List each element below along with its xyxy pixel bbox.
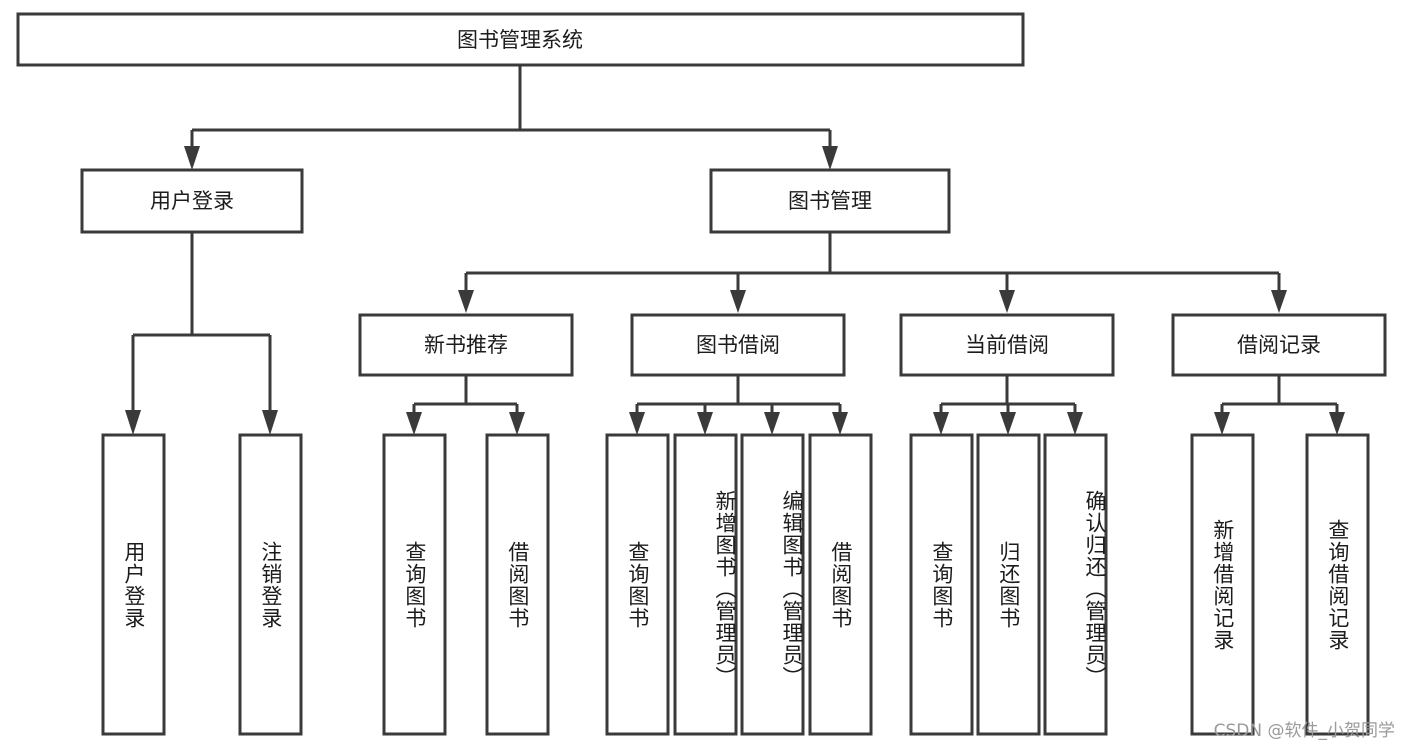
edge-group-bookmgmt-to-level3 xyxy=(458,232,1287,313)
arrow-head-icon xyxy=(730,290,746,313)
arrow-head-icon xyxy=(184,146,200,170)
node-leaf-user-login-box[interactable] xyxy=(101,433,166,736)
leaf-group-borrow-record xyxy=(1190,433,1370,736)
arrow-head-icon xyxy=(406,412,422,435)
node-current-borrow[interactable]: 当前借阅 xyxy=(899,313,1115,377)
arrow-head-icon xyxy=(629,412,645,435)
arrow-head-icon xyxy=(933,412,949,435)
edge-group-borrowrecord-to-leaves xyxy=(1214,375,1345,435)
node-leaf-query-book-1-box[interactable] xyxy=(382,433,447,736)
leaf-group-new-book-recommend xyxy=(382,433,550,736)
node-root[interactable]: 图书管理系统 xyxy=(16,12,1025,67)
node-leaf-query-book-2-box[interactable] xyxy=(605,433,670,736)
node-leaf-logout-box[interactable] xyxy=(238,433,303,736)
arrow-head-icon xyxy=(125,410,141,435)
node-new-book-recommend-label: 新书推荐 xyxy=(424,333,508,357)
arrow-head-icon xyxy=(458,290,474,313)
node-root-box[interactable] xyxy=(16,12,1025,67)
node-leaf-query-record-box[interactable] xyxy=(1305,433,1370,736)
node-user-login-label: 用户登录 xyxy=(150,189,234,213)
arrow-head-icon xyxy=(1271,290,1287,313)
node-new-book-recommend[interactable]: 新书推荐 xyxy=(358,313,574,377)
node-book-management-box[interactable] xyxy=(709,168,951,234)
node-user-login[interactable]: 用户登录 xyxy=(80,168,304,234)
edge-group-userlogin-to-leaves xyxy=(125,232,278,435)
node-user-login-box[interactable] xyxy=(80,168,304,234)
node-book-borrow-box[interactable] xyxy=(630,313,846,377)
node-new-book-recommend-box[interactable] xyxy=(358,313,574,377)
leaf-group-book-borrow xyxy=(605,433,873,736)
node-leaf-edit-book-box[interactable] xyxy=(740,433,805,736)
node-leaf-confirm-return-box[interactable] xyxy=(1043,433,1108,736)
node-borrow-record-box[interactable] xyxy=(1171,313,1387,377)
arrow-head-icon xyxy=(1329,412,1345,435)
edge-group-bookborrow-to-leaves xyxy=(629,375,848,435)
arrow-head-icon xyxy=(822,146,838,170)
node-current-borrow-label: 当前借阅 xyxy=(965,333,1049,357)
csdn-watermark: CSDN @软件_小贺同学 xyxy=(1213,721,1395,741)
node-leaf-borrow-book-1-box[interactable] xyxy=(485,433,550,736)
node-root-label: 图书管理系统 xyxy=(457,28,583,52)
node-leaf-query-book-3-box[interactable] xyxy=(909,433,974,736)
arrow-head-icon xyxy=(1000,412,1016,435)
edge-group-root-to-level2 xyxy=(184,65,838,170)
node-book-management[interactable]: 图书管理 xyxy=(709,168,951,234)
node-leaf-add-record-box[interactable] xyxy=(1190,433,1255,736)
arrow-head-icon xyxy=(509,412,525,435)
node-leaf-return-book-box[interactable] xyxy=(976,433,1041,736)
leaf-group-current-borrow xyxy=(909,433,1108,736)
node-book-borrow-label: 图书借阅 xyxy=(696,333,780,357)
edge-group-currentborrow-to-leaves xyxy=(933,375,1083,435)
arrow-head-icon xyxy=(764,412,780,435)
arrow-head-icon xyxy=(999,290,1015,313)
arrow-head-icon xyxy=(1214,412,1230,435)
node-borrow-record-label: 借阅记录 xyxy=(1237,333,1321,357)
arrow-head-icon xyxy=(262,410,278,435)
node-book-borrow[interactable]: 图书借阅 xyxy=(630,313,846,377)
node-leaf-add-book-box[interactable] xyxy=(673,433,738,736)
node-book-management-label: 图书管理 xyxy=(788,189,872,213)
edge-group-newbook-to-leaves xyxy=(406,375,525,435)
leaf-group-user-login xyxy=(101,433,303,736)
node-leaf-borrow-book-2-box[interactable] xyxy=(808,433,873,736)
arrow-head-icon xyxy=(832,412,848,435)
arrow-head-icon xyxy=(697,412,713,435)
arrow-head-icon xyxy=(1067,412,1083,435)
node-borrow-record[interactable]: 借阅记录 xyxy=(1171,313,1387,377)
node-current-borrow-box[interactable] xyxy=(899,313,1115,377)
